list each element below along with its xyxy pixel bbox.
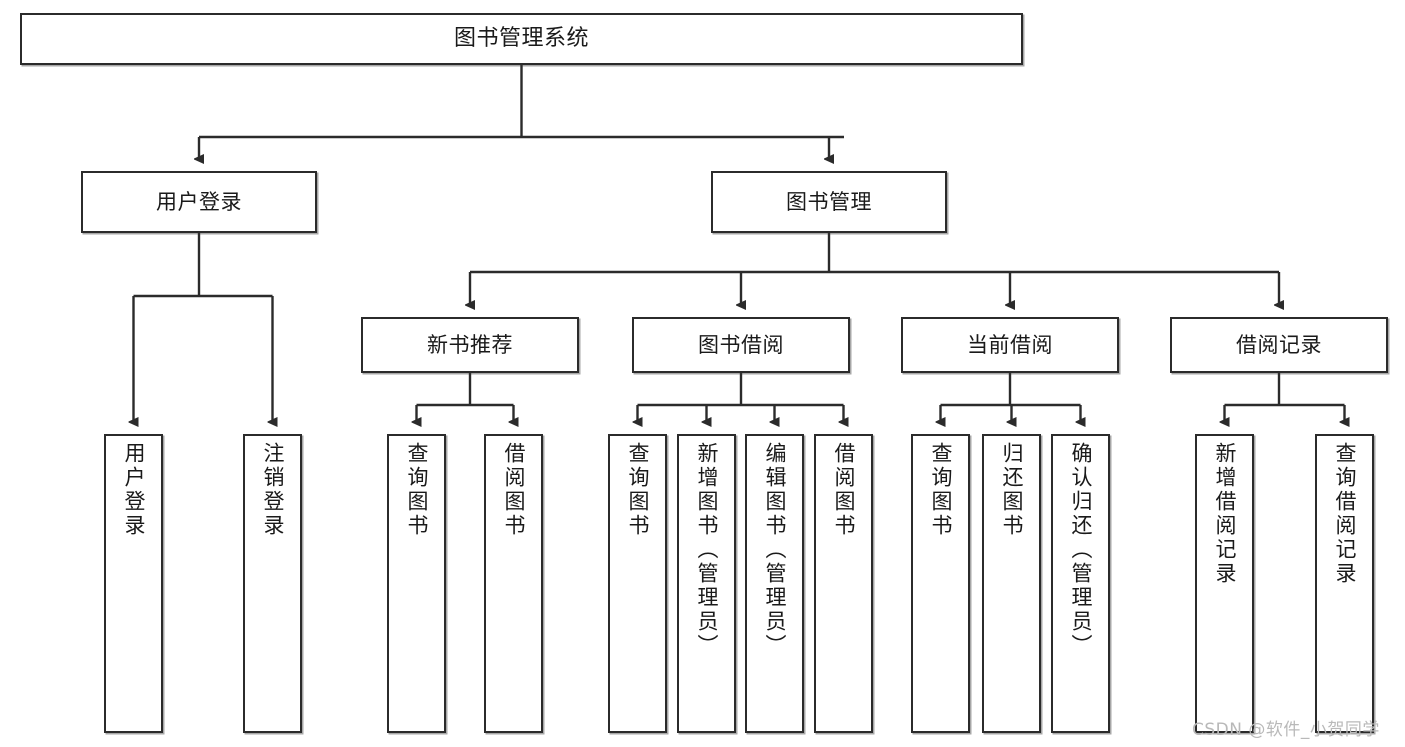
node-leaf-query-borrow-record-label: 查询借阅记录 [1333, 442, 1357, 586]
node-leaf-borrow-book-label: 借阅图书 [832, 442, 856, 538]
node-leaf-return-book-label: 归还图书 [1000, 442, 1024, 538]
node-book-management-label: 图书管理 [786, 189, 872, 214]
node-book-management[interactable]: 图书管理 [711, 171, 947, 233]
node-leaf-query-book-recommend[interactable]: 查询图书 [387, 434, 446, 733]
node-leaf-query-borrow-record[interactable]: 查询借阅记录 [1315, 434, 1374, 733]
node-leaf-add-book-admin-label: 新增图书（管理员） [695, 442, 719, 658]
node-new-book-recommend[interactable]: 新书推荐 [361, 317, 579, 373]
node-leaf-user-logout-label: 注销登录 [261, 442, 285, 538]
node-user-login[interactable]: 用户登录 [81, 171, 317, 233]
node-borrow-record[interactable]: 借阅记录 [1170, 317, 1388, 373]
node-leaf-edit-book-admin[interactable]: 编辑图书（管理员） [745, 434, 804, 733]
node-leaf-borrow-book[interactable]: 借阅图书 [814, 434, 873, 733]
node-leaf-return-book[interactable]: 归还图书 [982, 434, 1041, 733]
node-leaf-add-book-admin[interactable]: 新增图书（管理员） [677, 434, 736, 733]
node-new-book-recommend-label: 新书推荐 [427, 332, 513, 357]
node-leaf-confirm-return-admin-label: 确认归还（管理员） [1069, 442, 1093, 658]
node-leaf-user-login[interactable]: 用户登录 [104, 434, 163, 733]
node-current-borrow[interactable]: 当前借阅 [901, 317, 1119, 373]
node-leaf-query-book[interactable]: 查询图书 [608, 434, 667, 733]
node-borrow-record-label: 借阅记录 [1236, 332, 1322, 357]
node-leaf-user-login-label: 用户登录 [122, 442, 146, 538]
node-current-borrow-label: 当前借阅 [967, 332, 1053, 357]
node-book-borrow[interactable]: 图书借阅 [632, 317, 850, 373]
node-book-borrow-label: 图书借阅 [698, 332, 784, 357]
node-user-login-label: 用户登录 [156, 189, 242, 214]
node-leaf-user-logout[interactable]: 注销登录 [243, 434, 302, 733]
node-root[interactable]: 图书管理系统 [20, 13, 1023, 65]
node-leaf-confirm-return-admin[interactable]: 确认归还（管理员） [1051, 434, 1110, 733]
node-leaf-edit-book-admin-label: 编辑图书（管理员） [763, 442, 787, 658]
node-leaf-add-borrow-record-label: 新增借阅记录 [1213, 442, 1237, 586]
node-leaf-query-book-current[interactable]: 查询图书 [911, 434, 970, 733]
node-root-label: 图书管理系统 [453, 25, 589, 51]
node-leaf-borrow-book-recommend[interactable]: 借阅图书 [484, 434, 543, 733]
node-leaf-query-book-recommend-label: 查询图书 [405, 442, 429, 538]
node-leaf-query-book-label: 查询图书 [626, 442, 650, 538]
node-leaf-add-borrow-record[interactable]: 新增借阅记录 [1195, 434, 1254, 733]
node-leaf-query-book-current-label: 查询图书 [929, 442, 953, 538]
node-leaf-borrow-book-recommend-label: 借阅图书 [502, 442, 526, 538]
